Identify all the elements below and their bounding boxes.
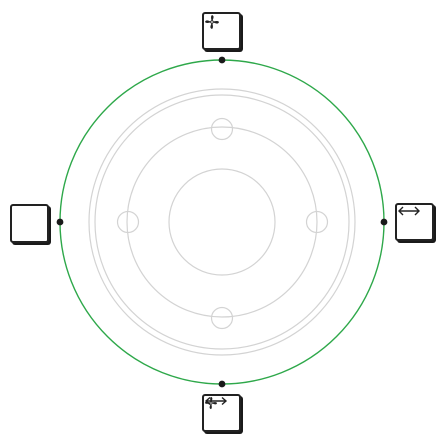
anchor-dot-top (218, 56, 226, 64)
knob-left (116, 210, 140, 234)
inner-ring-large-double (94, 94, 350, 350)
center-hub (168, 168, 276, 276)
fan-icon (205, 15, 219, 29)
left-blank-button[interactable] (10, 204, 49, 243)
knob-bottom (210, 306, 234, 330)
anchor-dot-bottom (218, 380, 226, 388)
anchor-dot-right (380, 218, 388, 226)
outer-ring[interactable] (59, 59, 385, 385)
right-arrows-button[interactable] (395, 203, 434, 241)
inner-ring-large (88, 88, 356, 356)
knob-right (305, 210, 329, 234)
horizontal-arrows-icon (204, 396, 228, 406)
anchor-dot-left (56, 218, 64, 226)
inner-ring-middle (126, 126, 318, 318)
bottom-fan-arrows-button[interactable] (202, 394, 241, 432)
knob-top (210, 117, 234, 141)
top-fan-button[interactable] (202, 12, 241, 50)
horizontal-arrows-icon (398, 206, 420, 216)
